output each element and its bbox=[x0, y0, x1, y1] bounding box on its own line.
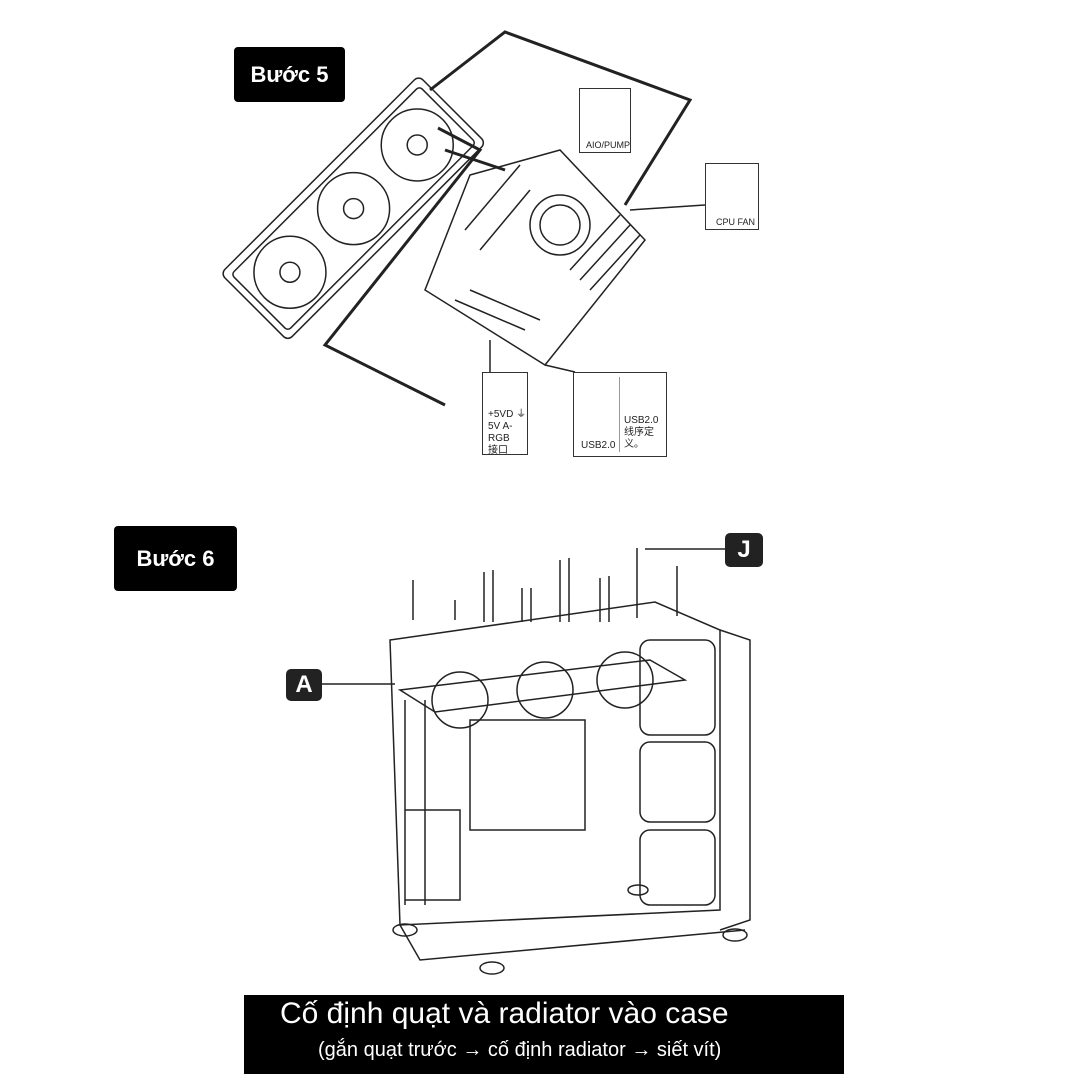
step-6-label: Bước 6 bbox=[114, 526, 237, 591]
argb-line1: +5VD ⏚ bbox=[488, 409, 527, 420]
argb-line2: 5V A-RGB bbox=[488, 421, 513, 444]
usb-definition-label: USB2.0线序定义。 bbox=[624, 415, 659, 450]
caption-subtitle: (gắn quạt trước → cố định radiator → siế… bbox=[318, 1039, 722, 1061]
screws-illustration bbox=[412, 548, 678, 622]
cpu-fan-label: CPU FAN bbox=[715, 217, 755, 227]
cpu-fan-callout: CPU FAN bbox=[705, 163, 759, 230]
argb-callout: +5VD ⏚ 5V A-RGB 接口 bbox=[482, 372, 528, 456]
aio-pump-label: AIO/PUMP bbox=[586, 140, 631, 150]
radiator-illustration bbox=[222, 77, 485, 340]
aio-pump-callout: AIO/PUMP bbox=[579, 88, 631, 153]
step-5-label: Bước 5 bbox=[234, 47, 345, 102]
caption-title: Cố định quạt và radiator vào case bbox=[280, 997, 729, 1030]
usb-callout: USB2.0 USB2.0线序定义。 bbox=[573, 372, 667, 457]
step5-diagram bbox=[222, 30, 706, 407]
marker-a: A bbox=[286, 669, 322, 701]
marker-j: J bbox=[725, 533, 763, 567]
usb-label: USB2.0 bbox=[581, 440, 616, 451]
step6-diagram bbox=[322, 548, 751, 975]
caption-box: Cố định quạt và radiator vào case (gắn q… bbox=[244, 995, 844, 1074]
argb-line3: 接口 bbox=[488, 445, 508, 456]
